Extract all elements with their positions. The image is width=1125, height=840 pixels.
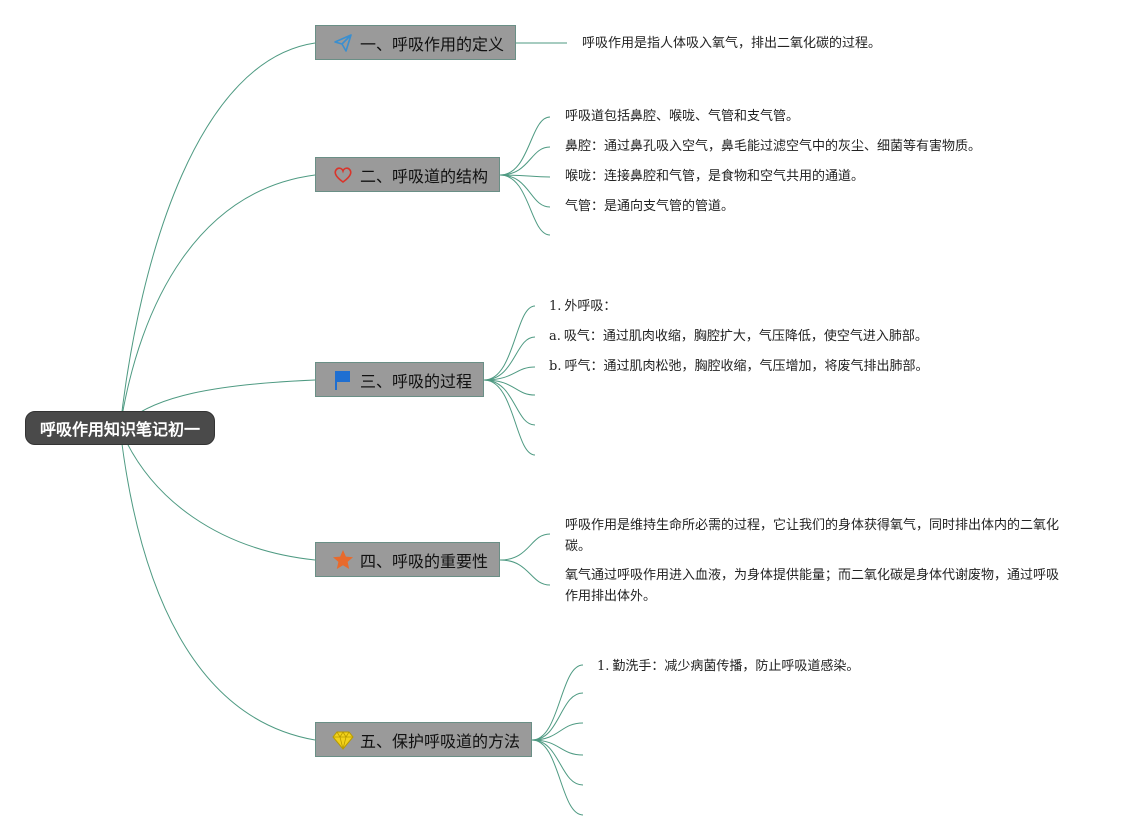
connector-root-topic2: [119, 174, 316, 429]
leaf-importance-2: 氧气通过呼吸作用进入血液，为身体提供能量；而二氧化碳是身体代谢废物，通过呼吸作用…: [565, 568, 1060, 604]
root-label: 呼吸作用知识笔记初一: [39, 420, 200, 439]
topic-definition[interactable]: 一、呼吸作用的定义: [315, 25, 516, 60]
leaf-airway-2: 鼻腔：通过鼻孔吸入空气，鼻毛能过滤空气中的灰尘、细菌等有害物质。: [565, 139, 982, 154]
leaf-process-2: a.吸气：通过肌肉收缩，胸腔扩大，气压降低，使空气进入肺部。: [549, 326, 928, 347]
leaf-text: 呼气：通过肌肉松弛，胸腔收缩，气压增加，将废气排出肺部。: [564, 359, 929, 374]
diamond-icon: [332, 729, 354, 751]
connector-root-topic5: [119, 427, 316, 741]
topic-label: 四、呼吸的重要性: [360, 551, 489, 571]
heart-icon: [332, 164, 354, 186]
topic-importance[interactable]: 四、呼吸的重要性: [315, 542, 500, 577]
list-number: 1.: [597, 659, 610, 674]
leaf-importance-1: 呼吸作用是维持生命所必需的过程，它让我们的身体获得氧气，同时排出体内的二氧化碳。: [565, 518, 1060, 554]
topic-label: 一、呼吸作用的定义: [360, 34, 505, 54]
paper-plane-icon: [332, 32, 354, 54]
leaf-airway-1: 呼吸道包括鼻腔、喉咙、气管和支气管。: [565, 109, 800, 124]
leaf-text: 外呼吸：: [564, 299, 617, 314]
topic-label: 五、保护呼吸道的方法: [360, 731, 521, 751]
list-number: b.: [549, 359, 562, 374]
leaf-process-1: 1.外呼吸：: [549, 296, 616, 317]
topic-airway-protection[interactable]: 五、保护呼吸道的方法: [315, 722, 532, 757]
list-number: a.: [549, 329, 561, 344]
star-icon: [332, 549, 354, 571]
flag-icon: [332, 369, 354, 391]
leaf-text: 吸气：通过肌肉收缩，胸腔扩大，气压降低，使空气进入肺部。: [563, 329, 928, 344]
list-number: 1.: [549, 299, 562, 314]
leaf-airway-4: 气管：是通向支气管的管道。: [565, 199, 735, 214]
leaf-airway-3: 喉咙：连接鼻腔和气管，是食物和空气共用的通道。: [565, 169, 865, 184]
topic-label: 三、呼吸的过程: [360, 371, 473, 391]
topic-label: 二、呼吸道的结构: [360, 166, 489, 186]
connector-root-topic4: [119, 427, 316, 561]
leaf-protection-1: 1.勤洗手：减少病菌传播，防止呼吸道感染。: [597, 656, 859, 677]
connector-root-topic1: [119, 42, 316, 429]
leaf-process-3: b.呼气：通过肌肉松弛，胸腔收缩，气压增加，将废气排出肺部。: [549, 356, 928, 377]
topic-breathing-process[interactable]: 三、呼吸的过程: [315, 362, 484, 397]
leaf-text: 勤洗手：减少病菌传播，防止呼吸道感染。: [612, 659, 860, 674]
leaf-definition-1: 呼吸作用是指人体吸入氧气，排出二氧化碳的过程。: [582, 36, 882, 51]
root-node[interactable]: 呼吸作用知识笔记初一: [25, 411, 215, 445]
topic-airway-structure[interactable]: 二、呼吸道的结构: [315, 157, 500, 192]
